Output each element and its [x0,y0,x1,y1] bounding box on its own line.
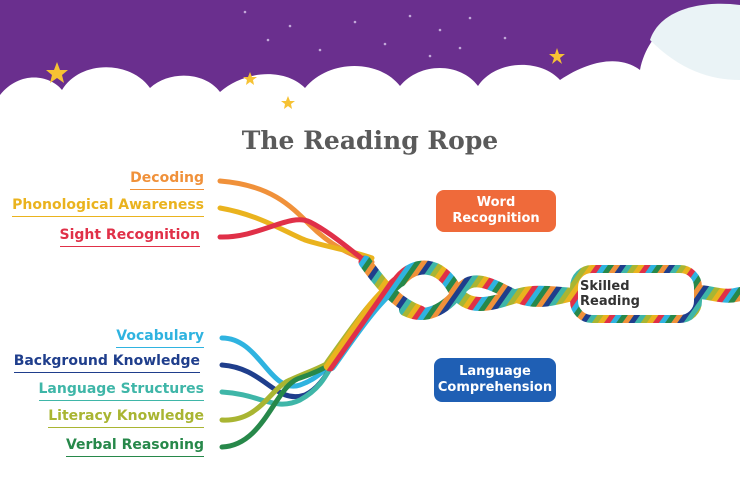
word-recognition-badge: Word Recognition [436,190,556,232]
language-structures-label: Language Structures [38,381,204,401]
vocabulary-label: Vocabulary [116,328,204,348]
literacy-strand [219,359,333,423]
literacy-knowledge-label: Literacy Knowledge [48,408,204,428]
sight-strand [217,217,375,269]
phonological-awareness-label: Phonological Awareness [12,197,204,217]
reasoning-strand [219,359,338,450]
skilled-reading-label: Skilled Reading [580,274,692,314]
background-knowledge-label: Background Knowledge [13,353,200,373]
sight-recognition-label: Sight Recognition [59,227,200,247]
language-strands [219,335,343,450]
rope-main [393,260,587,311]
star-icons [46,48,565,109]
star-icon [243,72,257,85]
star-icon [281,96,295,109]
sparkle-dots [243,10,507,58]
night-sky [0,0,740,120]
star-icon [46,62,68,83]
word-recognition-strands [217,178,375,269]
language-comprehension-badge: Language Comprehension [434,358,556,402]
decoding-label: Decoding [130,170,204,190]
structures-strand [219,362,335,407]
rope-cross [399,275,586,320]
page-title: The Reading Rope [241,126,499,155]
verbal-reasoning-label: Verbal Reasoning [65,437,204,457]
star-icon [549,48,565,64]
